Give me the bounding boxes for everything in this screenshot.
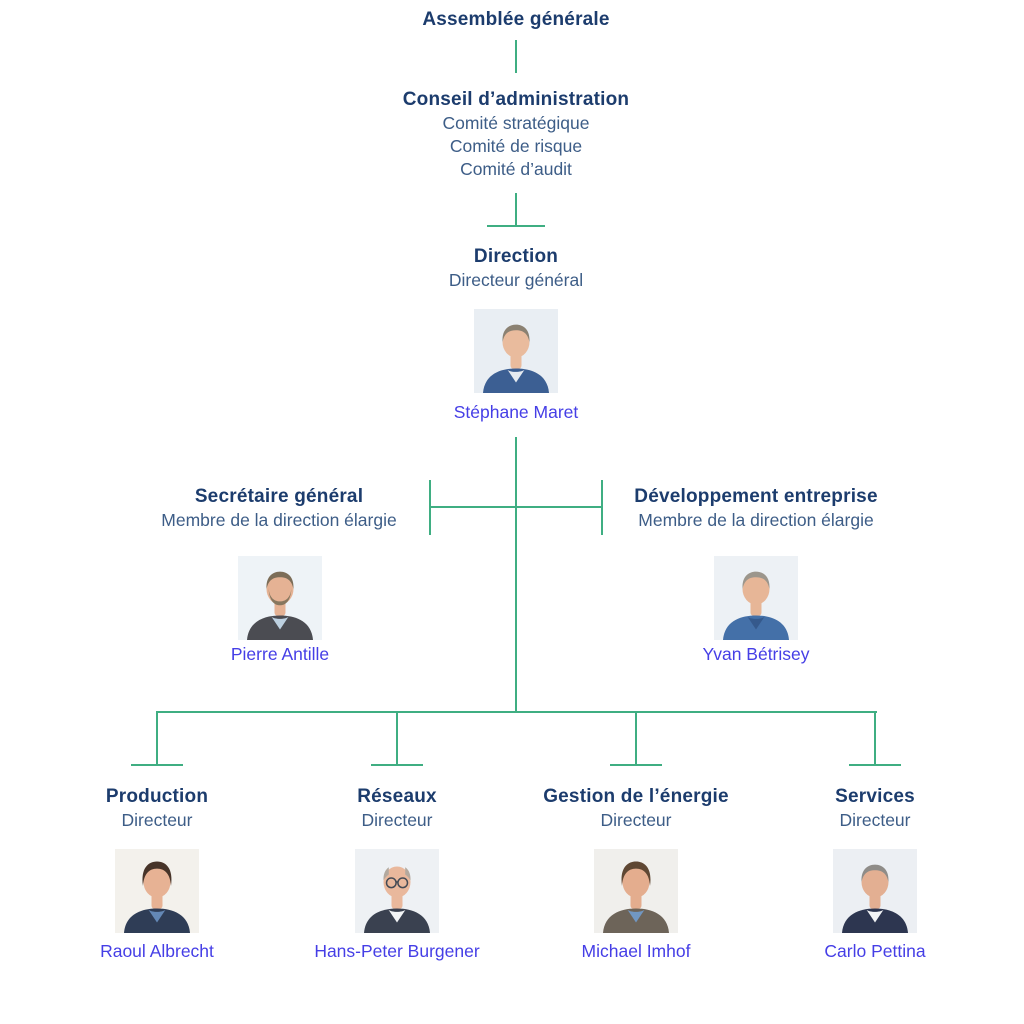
committee-item: Comité stratégique bbox=[442, 113, 590, 133]
node-subtitle-direction: Directeur général bbox=[448, 270, 584, 290]
connector-secretaire-tick bbox=[429, 480, 431, 535]
node-title-assemblee-generale: Assemblée générale bbox=[422, 9, 610, 30]
connector-cap-reseaux bbox=[371, 764, 423, 766]
person-name-pierre-antille[interactable]: Pierre Antille bbox=[230, 644, 330, 664]
connector-conseil-direction bbox=[515, 193, 517, 226]
connector-departments-horizontal bbox=[156, 711, 877, 713]
connector-drop-services bbox=[874, 711, 876, 766]
node-title-secretaire-general: Secrétaire général bbox=[194, 486, 364, 507]
person-name-michael-imhof[interactable]: Michael Imhof bbox=[581, 941, 691, 961]
headshot-photo-yvan-betrisey bbox=[714, 556, 798, 640]
node-title-direction: Direction bbox=[473, 246, 559, 267]
node-subtitle-secretaire-general: Membre de la direction élargie bbox=[161, 510, 397, 530]
committee-item: Comité d’audit bbox=[460, 159, 572, 179]
connector-cap-services bbox=[849, 764, 901, 766]
connector-drop-reseaux bbox=[396, 711, 398, 766]
node-subtitle-developpement-entreprise: Membre de la direction élargie bbox=[638, 510, 874, 530]
connector-drop-production bbox=[156, 711, 158, 766]
connector-drop-gestion bbox=[635, 711, 637, 766]
connector-developpement-tick bbox=[601, 480, 603, 535]
committee-list: Comité stratégique Comité de risque Comi… bbox=[316, 112, 716, 181]
node-title-conseil-administration: Conseil d’administration bbox=[402, 89, 630, 110]
connector-conseil-direction-cap bbox=[487, 225, 545, 227]
connector-cap-production bbox=[131, 764, 183, 766]
node-subtitle-production: Directeur bbox=[121, 810, 193, 830]
node-title-developpement-entreprise: Développement entreprise bbox=[634, 486, 878, 507]
committee-item: Comité de risque bbox=[449, 136, 583, 156]
connector-direction-stem bbox=[515, 437, 517, 713]
person-name-hans-peter-burgener[interactable]: Hans-Peter Burgener bbox=[314, 941, 480, 961]
node-title-reseaux: Réseaux bbox=[357, 786, 437, 807]
headshot-photo-carlo-pettina bbox=[833, 849, 917, 933]
headshot-photo-hans-peter-burgener bbox=[355, 849, 439, 933]
person-name-yvan-betrisey[interactable]: Yvan Bétrisey bbox=[702, 644, 810, 664]
node-title-production: Production bbox=[105, 786, 209, 807]
node-title-services: Services bbox=[835, 786, 915, 807]
node-title-gestion-energie: Gestion de l’énergie bbox=[543, 786, 729, 807]
connector-cap-gestion bbox=[610, 764, 662, 766]
person-name-raoul-albrecht[interactable]: Raoul Albrecht bbox=[100, 941, 214, 961]
node-subtitle-gestion-energie: Directeur bbox=[600, 810, 672, 830]
node-subtitle-services: Directeur bbox=[839, 810, 911, 830]
node-subtitle-reseaux: Directeur bbox=[361, 810, 433, 830]
connector-assemblee-conseil bbox=[515, 40, 517, 73]
headshot-photo-michael-imhof bbox=[594, 849, 678, 933]
headshot-photo-pierre-antille bbox=[238, 556, 322, 640]
person-name-carlo-pettina[interactable]: Carlo Pettina bbox=[824, 941, 926, 961]
connector-staff-horizontal bbox=[430, 506, 602, 508]
headshot-photo-stephane-maret bbox=[474, 309, 558, 393]
person-name-stephane-maret[interactable]: Stéphane Maret bbox=[453, 402, 579, 422]
headshot-photo-raoul-albrecht bbox=[115, 849, 199, 933]
